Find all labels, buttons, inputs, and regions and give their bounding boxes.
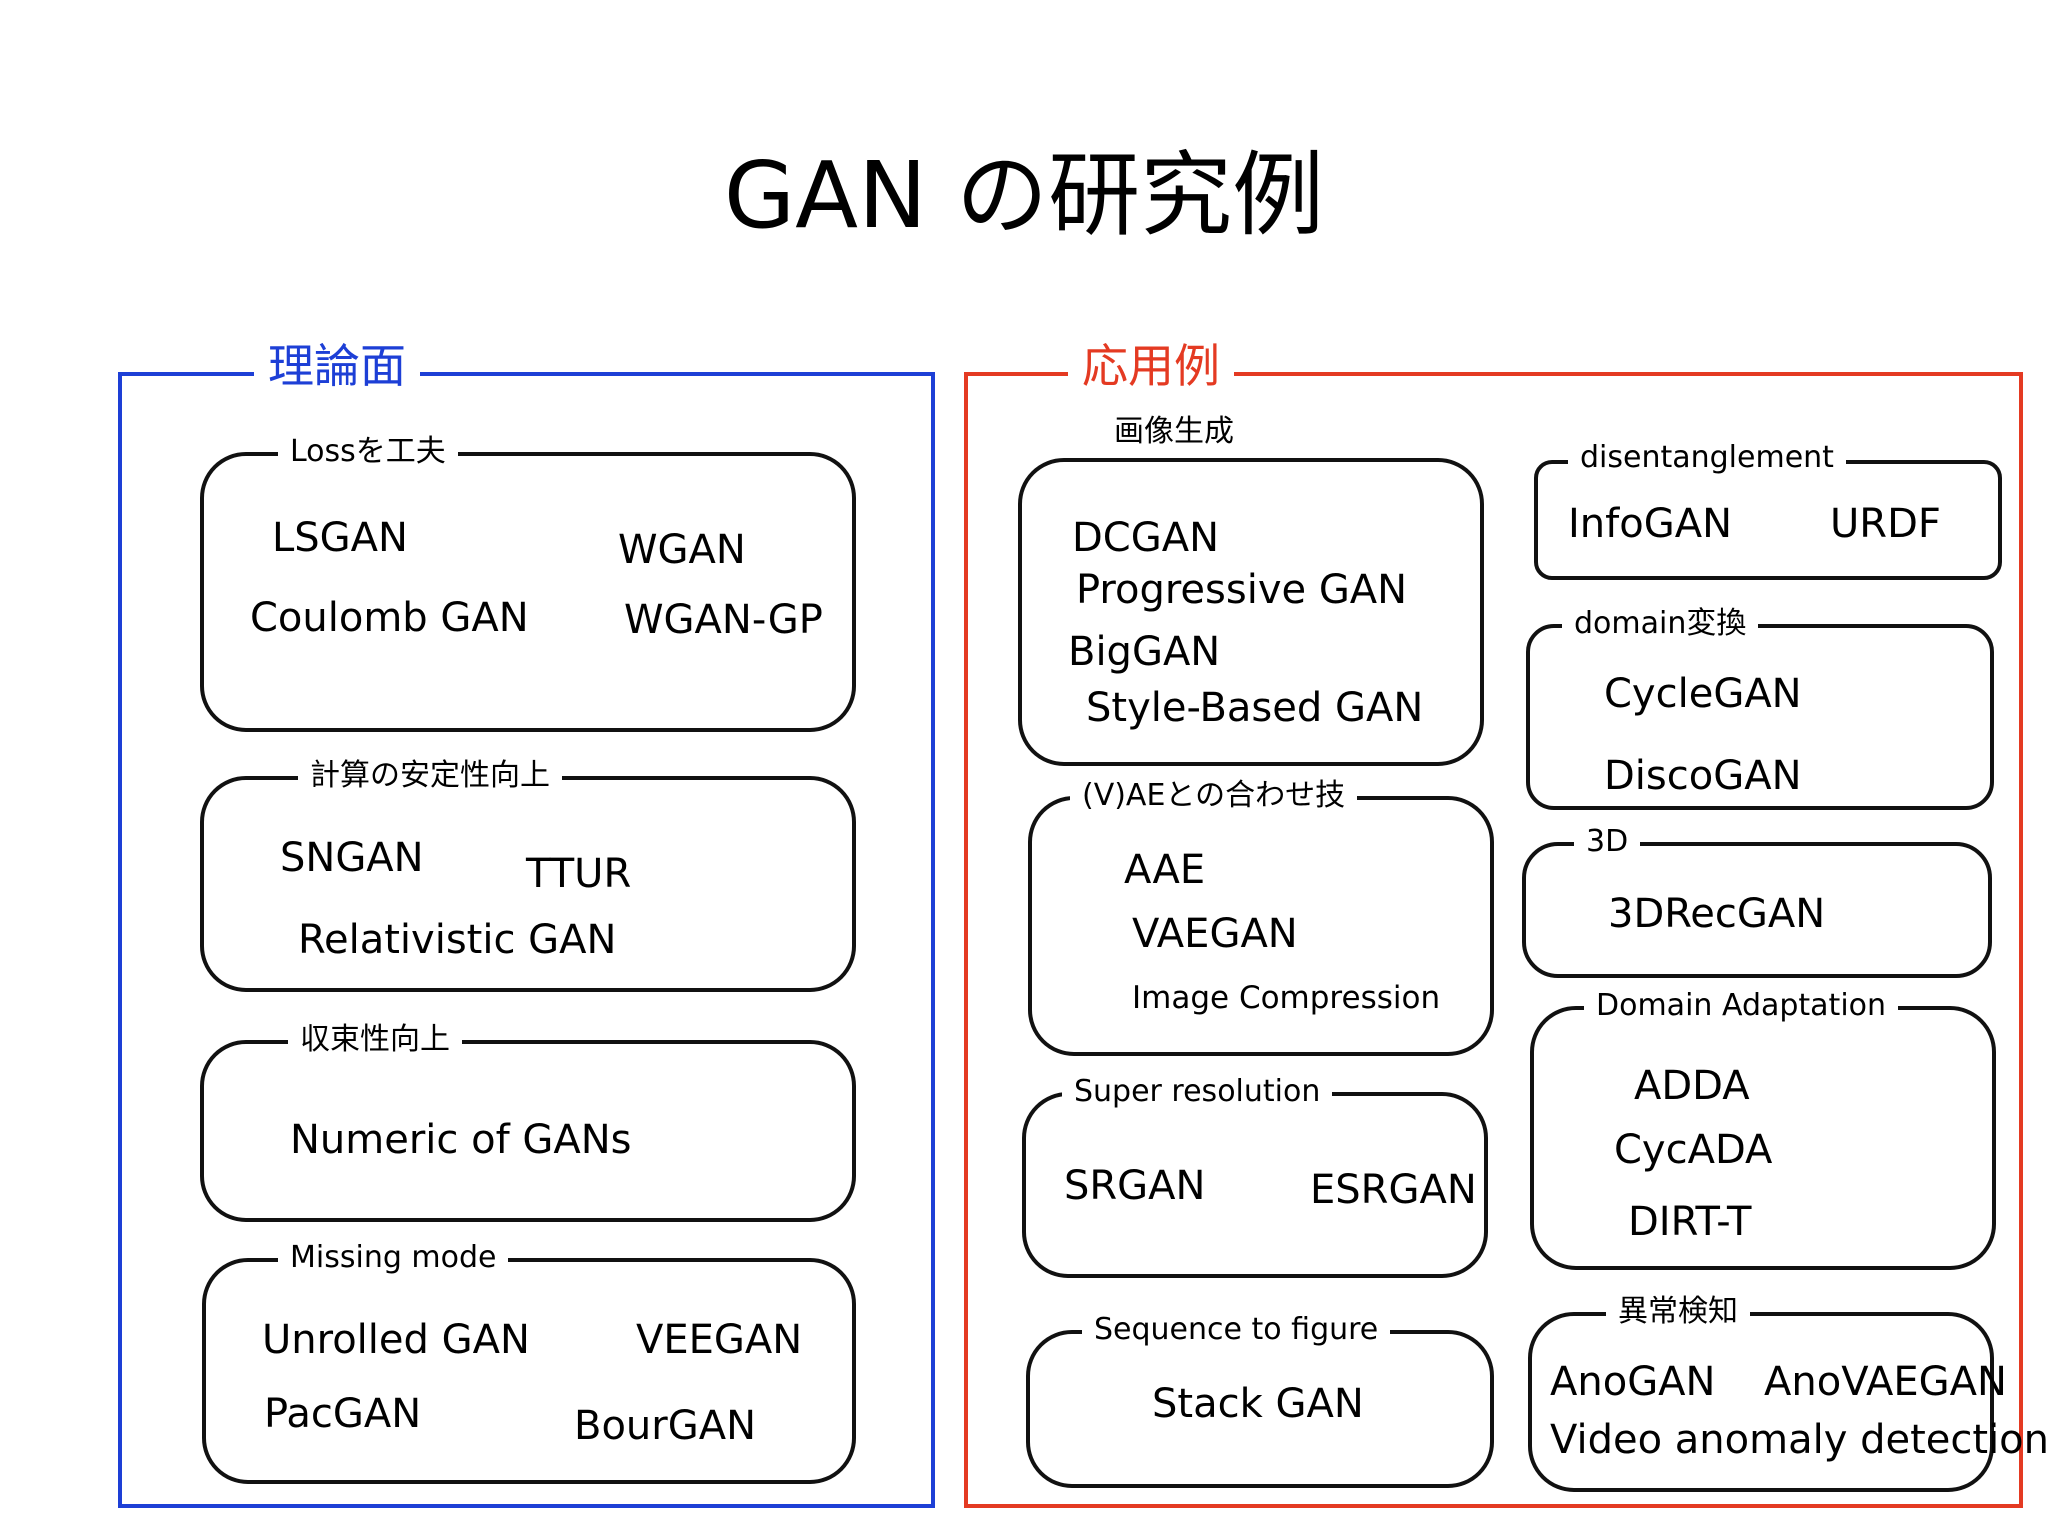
method-wgan-gp: WGAN-GP bbox=[624, 597, 823, 643]
method-infogan: InfoGAN bbox=[1568, 501, 1732, 547]
method-ttur: TTUR bbox=[526, 851, 632, 897]
applications-panel: 応用例 bbox=[964, 334, 2023, 1508]
method-lsgan: LSGAN bbox=[272, 515, 408, 561]
method-stack-gan: Stack GAN bbox=[1152, 1381, 1364, 1427]
method-srgan: SRGAN bbox=[1064, 1163, 1206, 1209]
loss-group-title: Lossを工夫 bbox=[278, 432, 458, 471]
sequence-to-figure-group-box: Sequence to figure Stack GAN bbox=[1026, 1310, 1494, 1488]
method-numeric-of-gans: Numeric of GANs bbox=[290, 1117, 632, 1163]
method-dcgan: DCGAN bbox=[1072, 515, 1220, 561]
method-discogan: DiscoGAN bbox=[1604, 753, 1802, 799]
method-style-based-gan: Style-Based GAN bbox=[1086, 685, 1424, 731]
method-biggan: BigGAN bbox=[1068, 629, 1221, 675]
vae-combo-group-box: (V)AEとの合わせ技 AAE VAEGAN Image Compression bbox=[1028, 776, 1494, 1056]
domain-adaptation-group-title: Domain Adaptation bbox=[1584, 986, 1899, 1025]
method-progressive-gan: Progressive GAN bbox=[1076, 567, 1408, 613]
domain-transfer-group-box: domain変換 CycleGAN DiscoGAN bbox=[1526, 604, 1994, 810]
image-generation-group-box: 画像生成 DCGAN Progressive GAN BigGAN Style-… bbox=[1018, 412, 1484, 766]
convergence-group-box: 収束性向上 Numeric of GANs bbox=[200, 1020, 856, 1222]
domain-adaptation-group-box: Domain Adaptation ADDA CycADA DIRT-T bbox=[1530, 986, 1996, 1270]
method-veegan: VEEGAN bbox=[636, 1317, 803, 1363]
convergence-group-title: 収束性向上 bbox=[288, 1020, 462, 1059]
theory-panel-label: 理論面 bbox=[254, 334, 420, 399]
3d-group-box: 3D 3DRecGAN bbox=[1522, 822, 1992, 978]
method-pacgan: PacGAN bbox=[264, 1391, 422, 1437]
anomaly-detection-group-title: 異常検知 bbox=[1606, 1292, 1750, 1331]
super-resolution-group-title: Super resolution bbox=[1062, 1072, 1333, 1111]
loss-group-box: Lossを工夫 LSGAN WGAN Coulomb GAN WGAN-GP bbox=[200, 432, 856, 732]
method-image-compression: Image Compression bbox=[1132, 980, 1441, 1016]
image-generation-group-title: 画像生成 bbox=[1102, 412, 1246, 451]
super-resolution-group-box: Super resolution SRGAN ESRGAN bbox=[1022, 1072, 1488, 1278]
method-bourgan: BourGAN bbox=[574, 1403, 756, 1449]
method-esrgan: ESRGAN bbox=[1310, 1167, 1477, 1213]
domain-transfer-group-title: domain変換 bbox=[1562, 604, 1759, 643]
method-video-anomaly-detection: Video anomaly detection bbox=[1550, 1417, 2048, 1463]
method-adda: ADDA bbox=[1634, 1063, 1750, 1109]
method-wgan: WGAN bbox=[618, 527, 746, 573]
sequence-to-figure-group-title: Sequence to figure bbox=[1082, 1310, 1391, 1349]
method-cycada: CycADA bbox=[1614, 1127, 1773, 1173]
applications-panel-label: 応用例 bbox=[1068, 334, 1234, 399]
method-vaegan: VAEGAN bbox=[1132, 911, 1298, 957]
method-coulomb-gan: Coulomb GAN bbox=[250, 595, 529, 641]
method-relativistic-gan: Relativistic GAN bbox=[298, 917, 617, 963]
stability-group-box: 計算の安定性向上 SNGAN TTUR Relativistic GAN bbox=[200, 756, 856, 992]
disentanglement-group-title: disentanglement bbox=[1568, 438, 1846, 477]
missing-mode-group-box: Missing mode Unrolled GAN VEEGAN PacGAN … bbox=[202, 1238, 856, 1484]
disentanglement-group-box: disentanglement InfoGAN URDF bbox=[1534, 438, 2002, 580]
vae-combo-group-title: (V)AEとの合わせ技 bbox=[1070, 776, 1358, 815]
method-anogan: AnoGAN bbox=[1550, 1359, 1716, 1405]
method-sngan: SNGAN bbox=[280, 835, 424, 881]
method-cyclegan: CycleGAN bbox=[1604, 671, 1802, 717]
method-aae: AAE bbox=[1124, 847, 1206, 893]
method-unrolled-gan: Unrolled GAN bbox=[262, 1317, 530, 1363]
anomaly-detection-group-box: 異常検知 AnoGAN AnoVAEGAN Video anomaly dete… bbox=[1528, 1292, 2048, 1492]
missing-mode-group-title: Missing mode bbox=[278, 1238, 509, 1277]
method-3drecgan: 3DRecGAN bbox=[1608, 891, 1826, 937]
theory-panel: 理論面 bbox=[118, 334, 935, 1508]
page-title: GAN の研究例 bbox=[723, 142, 1325, 249]
3d-group-title: 3D bbox=[1574, 822, 1641, 861]
method-dirt-t: DIRT-T bbox=[1628, 1199, 1752, 1245]
stability-group-title: 計算の安定性向上 bbox=[298, 756, 562, 795]
method-urdf: URDF bbox=[1830, 501, 1941, 547]
method-anovaegan: AnoVAEGAN bbox=[1764, 1359, 2007, 1405]
